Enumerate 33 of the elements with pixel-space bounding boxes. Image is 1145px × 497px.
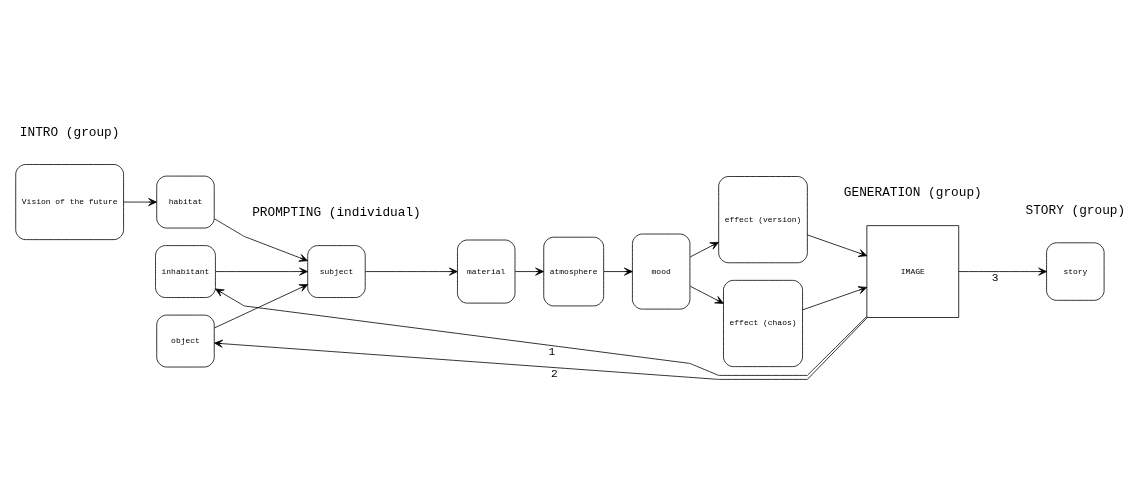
arrow <box>807 234 868 257</box>
node-box: subject <box>307 244 366 298</box>
arrow <box>215 267 308 276</box>
arrow <box>603 267 633 276</box>
node-box: IMAGE <box>866 224 960 318</box>
label: PROMPTING (individual) <box>252 204 421 220</box>
arrow <box>689 285 724 304</box>
edge-label: 3 <box>991 271 999 284</box>
arrow <box>214 316 868 380</box>
node-box: story <box>1046 241 1105 301</box>
node-box: effect (version) <box>718 175 808 263</box>
arrow <box>514 267 544 276</box>
arrow <box>802 285 868 310</box>
arrow <box>213 283 309 328</box>
arrow <box>958 267 1047 276</box>
node-box: material <box>457 239 516 303</box>
arrow <box>215 288 868 376</box>
arrow <box>689 241 719 257</box>
edge-label: 1 <box>548 345 556 358</box>
node-box: Vision of the future <box>15 163 124 240</box>
node-box: mood <box>632 233 691 309</box>
arrow <box>214 217 308 262</box>
node-box: effect (chaos) <box>723 279 803 367</box>
node-box: object <box>156 314 215 367</box>
label: INTRO (group) <box>19 124 120 140</box>
node-box: atmosphere <box>543 236 605 306</box>
label: GENERATION (group) <box>843 184 982 200</box>
node-box: habitat <box>156 175 215 228</box>
arrow <box>365 267 458 276</box>
edge-label: 2 <box>550 367 558 380</box>
label: STORY (group) <box>1025 202 1126 218</box>
node-box: inhabitant <box>155 244 216 298</box>
arrow <box>123 197 157 206</box>
